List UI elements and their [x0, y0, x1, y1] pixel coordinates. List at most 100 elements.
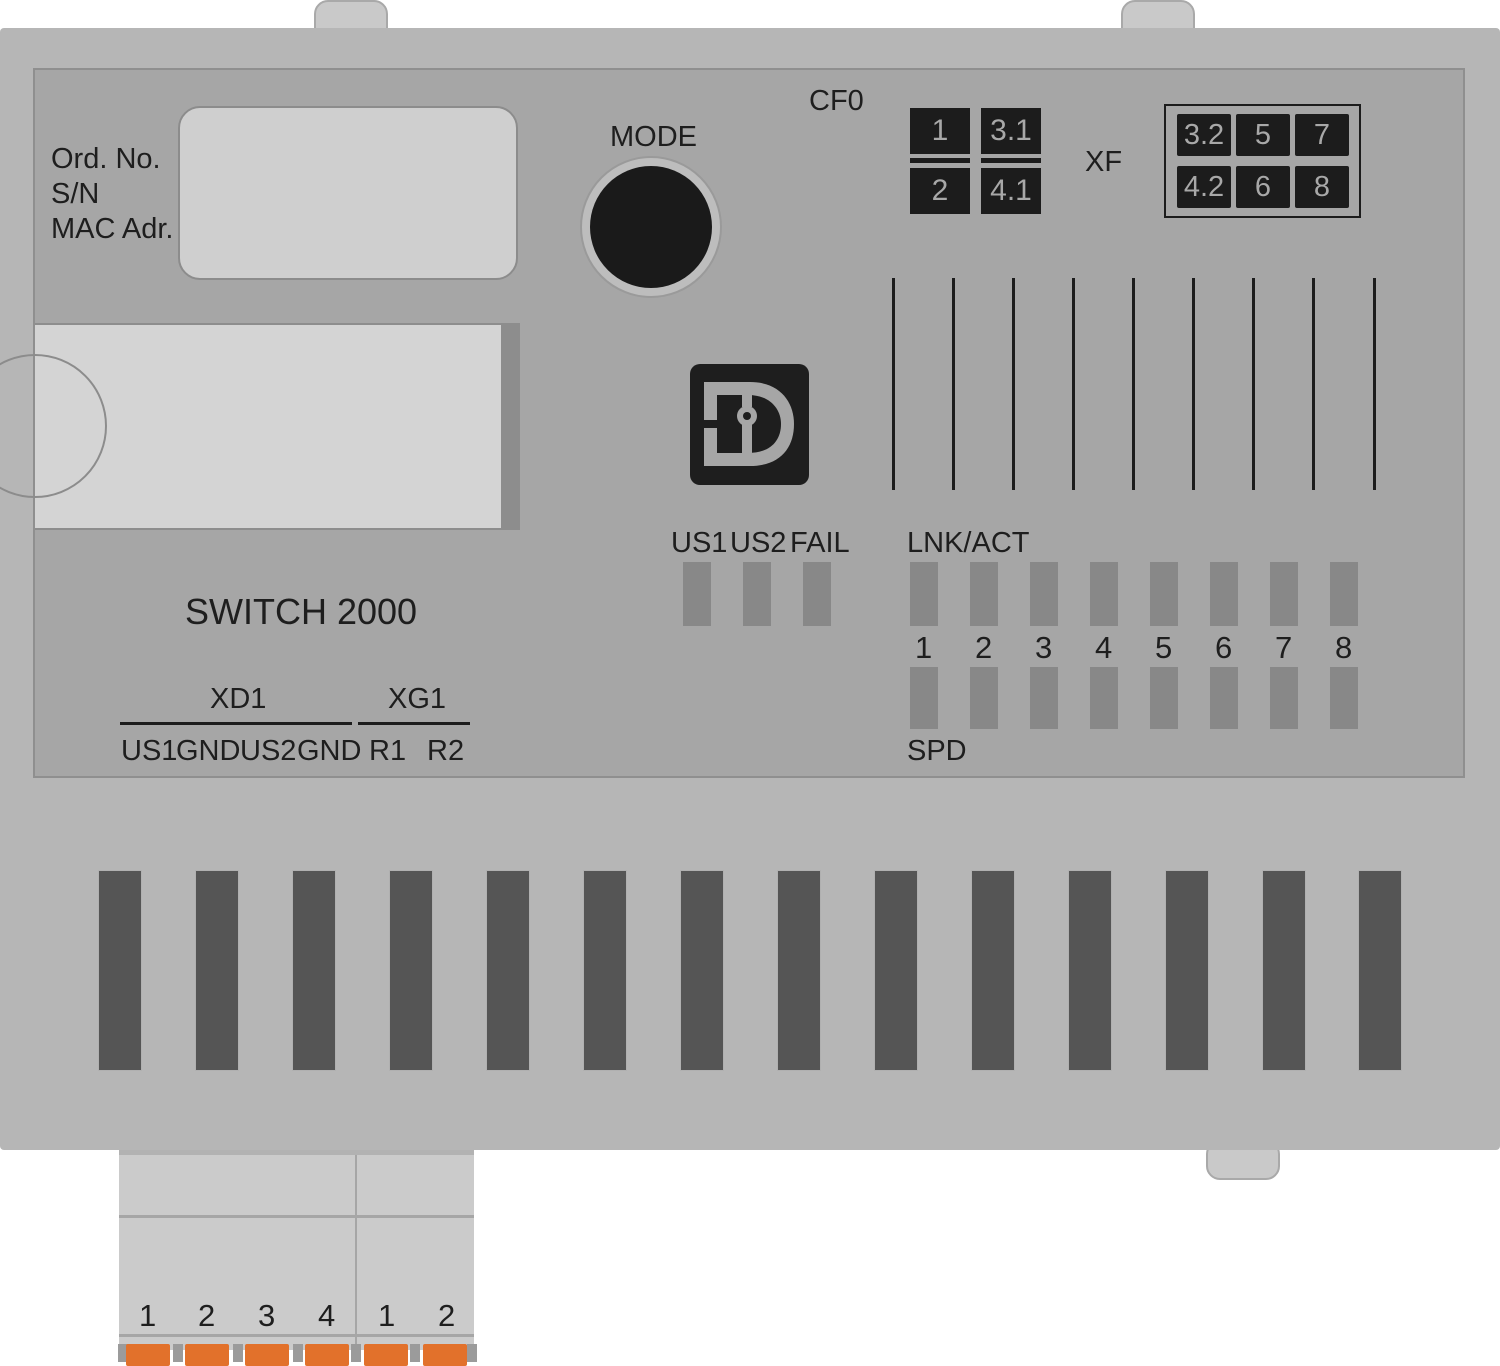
terminal-pin: [173, 1344, 183, 1362]
mode-button[interactable]: [590, 166, 712, 288]
port-divider-line: [1192, 278, 1195, 490]
vent-slot: [971, 870, 1015, 1071]
xg1-label: XG1: [388, 683, 447, 715]
vent-slot: [1068, 870, 1112, 1071]
xd1-pin-gnd-1: GND: [176, 735, 241, 767]
xg1-rule: [358, 722, 470, 725]
cf0-switch-4-1[interactable]: 4.1: [981, 168, 1041, 214]
lnk-led-port-6: [1210, 562, 1238, 626]
spd-led-port-6: [1210, 667, 1238, 729]
spd-label: SPD: [907, 735, 967, 767]
port-number-1: 1: [915, 630, 933, 665]
port-divider-line: [1072, 278, 1075, 490]
lnk-led-port-1: [910, 562, 938, 626]
lnk-led-port-4: [1090, 562, 1118, 626]
spd-led-port-7: [1270, 667, 1298, 729]
port-divider-line: [1312, 278, 1315, 490]
terminal-number-4: 4: [318, 1298, 336, 1333]
lnk-led-port-7: [1270, 562, 1298, 626]
port-number-3: 3: [1035, 630, 1053, 665]
led-fail: [803, 562, 831, 626]
port-number-7: 7: [1275, 630, 1293, 665]
vent-slot: [195, 870, 239, 1071]
terminal-pin: [233, 1344, 243, 1362]
led-label-us1: US1: [671, 527, 728, 559]
led-label-fail: FAIL: [790, 527, 850, 559]
vent-slot: [874, 870, 918, 1071]
lnk-led-port-3: [1030, 562, 1058, 626]
terminal-pin: [118, 1344, 128, 1362]
plug-seam-top: [119, 1150, 474, 1155]
terminal-release-button-2[interactable]: [185, 1344, 229, 1366]
cf0-switch-2[interactable]: 2: [910, 168, 970, 214]
terminal-pin: [293, 1344, 303, 1362]
port-number-4: 4: [1095, 630, 1113, 665]
xg1-pin-r1: R1: [369, 735, 407, 767]
led-us1: [683, 562, 711, 626]
spd-led-port-4: [1090, 667, 1118, 729]
terminal-release-button-1[interactable]: [126, 1344, 170, 1366]
label-sticker-area: [178, 106, 518, 280]
xf-switch-8[interactable]: 8: [1295, 166, 1349, 208]
lnk-led-port-5: [1150, 562, 1178, 626]
vent-slot: [292, 870, 336, 1071]
port-number-6: 6: [1215, 630, 1233, 665]
vent-slot: [1262, 870, 1306, 1071]
xf-switch-5[interactable]: 5: [1236, 114, 1290, 156]
terminal-release-button-4[interactable]: [305, 1344, 349, 1366]
lnk-act-label: LNK/ACT: [907, 527, 1030, 559]
port-divider-line: [892, 278, 895, 490]
xd1-pin-gnd-2: GND: [297, 735, 362, 767]
port-divider-line: [1012, 278, 1015, 490]
vent-slot: [777, 870, 821, 1071]
xg1-pin-r2: R2: [427, 735, 465, 767]
xf-switch-6[interactable]: 6: [1236, 166, 1290, 208]
xf-label: XF: [1085, 146, 1123, 178]
terminal-release-button-5[interactable]: [364, 1344, 408, 1366]
terminal-release-button-6[interactable]: [423, 1344, 467, 1366]
terminal-number-2: 2: [198, 1298, 216, 1333]
terminal-release-button-3[interactable]: [245, 1344, 289, 1366]
vent-slot: [389, 870, 433, 1071]
vent-slot: [1165, 870, 1209, 1071]
port-number-5: 5: [1155, 630, 1173, 665]
terminal-number-6: 2: [438, 1298, 456, 1333]
sn-label: S/N: [51, 178, 100, 210]
port-divider-line: [1373, 278, 1376, 490]
spd-led-port-3: [1030, 667, 1058, 729]
spd-led-port-5: [1150, 667, 1178, 729]
cf0-switch-1[interactable]: 1: [910, 108, 970, 154]
terminal-pin: [351, 1344, 361, 1362]
port-divider-line: [952, 278, 955, 490]
vent-slot: [98, 870, 142, 1071]
cf0-label: CF0: [809, 85, 864, 117]
spd-led-port-2: [970, 667, 998, 729]
port-number-2: 2: [975, 630, 993, 665]
plug-seam-bottom: [119, 1334, 474, 1337]
xd1-pin-us1: US1: [121, 735, 178, 767]
xf-switch-3-2[interactable]: 3.2: [1177, 114, 1231, 156]
xd1-label: XD1: [210, 683, 267, 715]
port-number-8: 8: [1335, 630, 1353, 665]
ord-no-label: Ord. No.: [51, 143, 161, 175]
cf0-switch-3-1[interactable]: 3.1: [981, 108, 1041, 154]
lnk-led-port-8: [1330, 562, 1358, 626]
port-divider-line: [1132, 278, 1135, 490]
spd-led-port-1: [910, 667, 938, 729]
plug-seam-horizontal: [119, 1215, 474, 1218]
terminal-plug[interactable]: [119, 1150, 474, 1350]
memory-card[interactable]: [35, 325, 501, 528]
terminal-pin: [410, 1344, 420, 1362]
phoenix-contact-logo-icon: [690, 364, 809, 485]
cf0-separator-right: [981, 158, 1041, 163]
spd-led-port-8: [1330, 667, 1358, 729]
xf-switch-4-2[interactable]: 4.2: [1177, 166, 1231, 208]
xf-switch-7[interactable]: 7: [1295, 114, 1349, 156]
plug-seam-vertical: [355, 1155, 357, 1350]
vent-slot: [583, 870, 627, 1071]
vent-slot: [680, 870, 724, 1071]
mac-address-label: MAC Adr.: [51, 213, 174, 245]
terminal-pin: [467, 1344, 477, 1362]
vent-slot: [1358, 870, 1402, 1071]
led-label-us2: US2: [730, 527, 787, 559]
